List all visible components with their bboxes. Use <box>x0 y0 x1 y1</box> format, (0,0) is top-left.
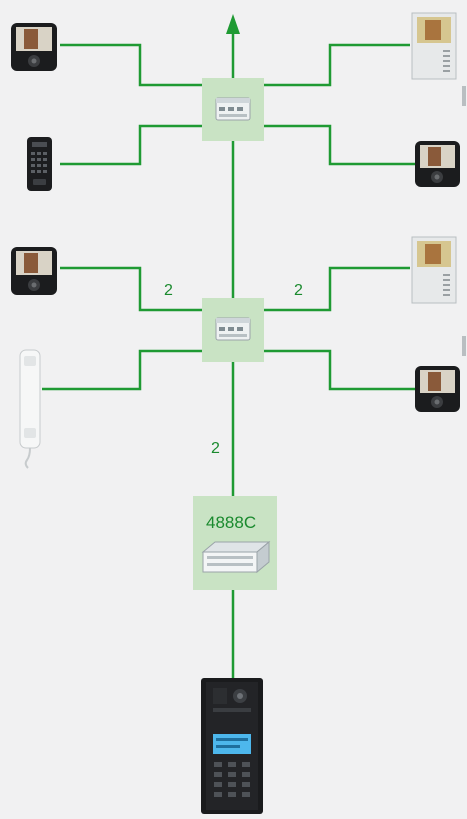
riser-count-bottom: 2 <box>211 440 220 457</box>
branch-upper-right-bottom <box>264 124 415 166</box>
distributor-module-icon <box>202 78 264 141</box>
branch-upper-left-bottom <box>60 124 202 166</box>
branch-upper-right-top <box>264 43 410 87</box>
video-monitor-black-top-left <box>10 22 58 72</box>
black-video-monitor-icon <box>11 247 57 295</box>
video-monitor-black-lower-right <box>414 365 461 413</box>
monitor-bracket-upper <box>462 86 466 106</box>
branch-lower-right-bottom <box>264 349 415 391</box>
audio-handset <box>18 348 42 472</box>
keypad-reader-icon <box>27 137 52 191</box>
audio-handset-icon <box>19 349 41 469</box>
video-monitor-black-upper-right <box>414 140 461 188</box>
entrance-panel-icon <box>201 678 263 814</box>
keypad-reader <box>26 136 53 192</box>
monitor-bracket-lower <box>462 336 466 356</box>
power-supply-label: 4888C <box>206 513 257 532</box>
video-monitor-black-lower-left <box>10 246 58 296</box>
entrance-panel <box>200 678 264 814</box>
branch-lower-left-top <box>60 266 202 312</box>
pair-count-left: 2 <box>164 282 173 299</box>
power-supply-module <box>193 496 277 590</box>
distributor-module-icon <box>202 298 264 362</box>
black-video-monitor-icon <box>11 23 57 71</box>
video-monitor-white-upper-right <box>410 12 460 80</box>
distributor-module-lower <box>202 298 264 362</box>
distributor-module-upper <box>202 78 264 141</box>
black-video-monitor-icon <box>415 366 460 412</box>
branch-upper-left-top <box>60 43 202 87</box>
black-video-monitor-icon <box>415 141 460 187</box>
arrow-up-icon <box>226 14 240 34</box>
branch-lower-left-bottom <box>42 349 202 391</box>
white-video-monitor-icon <box>411 12 457 80</box>
power-supply-icon <box>193 496 277 590</box>
branch-lower-right-top <box>264 266 410 312</box>
pair-count-right: 2 <box>294 282 303 299</box>
white-video-monitor-icon <box>411 236 457 304</box>
video-monitor-white-lower-right <box>410 236 460 304</box>
